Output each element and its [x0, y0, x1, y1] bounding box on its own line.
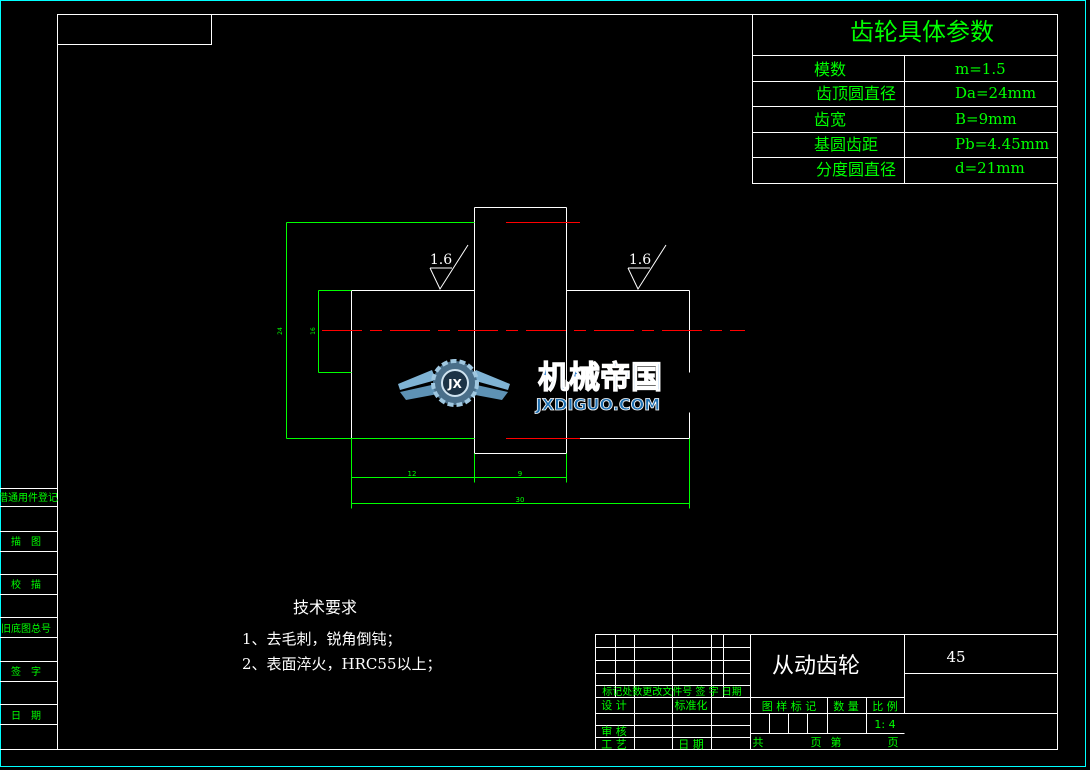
label-stage-mark: 图 样 标 记: [762, 699, 817, 713]
dim-left-length: 12: [408, 470, 417, 478]
param-name: 齿宽: [814, 110, 846, 129]
label-sheet-unit2: 页: [888, 736, 899, 749]
label-scale: 比 例: [872, 699, 898, 713]
revision-header: 标记处数更改文件号 签 字 日期: [602, 685, 742, 698]
roughness-symbol-left: [429, 244, 469, 291]
param-value: B=9mm: [955, 110, 1017, 128]
scale-value: 1: 4: [874, 718, 895, 731]
params-table: [752, 14, 1058, 184]
param-name: 分度圆直径: [816, 160, 896, 179]
param-name: 齿顶圆直径: [816, 84, 896, 103]
watermark-logo: [398, 359, 510, 407]
tech-title: 技术要求: [293, 598, 357, 617]
drawing-frame: [57, 14, 1058, 750]
params-title: 齿轮具体参数: [850, 18, 994, 46]
param-name: 基圆齿距: [814, 135, 878, 154]
dim-hub-width: 9: [518, 470, 522, 478]
watermark-en: JXDIGUO.COM: [535, 395, 660, 414]
material: 45: [946, 648, 965, 666]
side-label: 旧底图总号: [1, 622, 51, 635]
dim-total-length: 30: [516, 496, 525, 504]
roughness-value-left: 1.6: [430, 252, 452, 268]
center-lines: [322, 222, 745, 439]
label-design: 设 计: [601, 699, 627, 712]
roughness-value-right: 1.6: [629, 252, 651, 268]
side-label: 借通用件登记: [0, 491, 58, 504]
tech-item: 2、表面淬火，HRC55以上；: [242, 655, 441, 673]
watermark-badge: JX: [447, 377, 462, 391]
param-value: m=1.5: [955, 60, 1006, 78]
label-date: 日 期: [678, 738, 704, 751]
label-process: 工 艺: [601, 738, 627, 751]
watermark-cn: 机械帝国: [538, 360, 662, 396]
label-total-sheets: 共: [753, 736, 764, 749]
code-box: [57, 14, 212, 45]
label-sheet-unit: 页: [811, 736, 822, 749]
param-name: 模数: [814, 60, 846, 79]
side-label: 校 描: [11, 578, 41, 591]
label-standard: 标准化: [675, 698, 708, 712]
param-value: Da=24mm: [955, 84, 1036, 102]
label-sheet-no: 第: [831, 735, 842, 749]
roughness-symbol-right: [627, 244, 667, 291]
label-weight: 数 量: [833, 700, 859, 713]
title-block-grid: [595, 634, 1058, 750]
tech-item: 1、去毛刺，锐角倒钝；: [242, 630, 402, 648]
dim-outer-dia: 24: [277, 327, 284, 335]
side-label: 日 期: [11, 710, 41, 722]
param-value: Pb=4.45mm: [955, 135, 1049, 153]
side-label: 签 字: [11, 665, 41, 678]
label-review: 审 核: [601, 724, 627, 738]
side-label: 描 图: [11, 535, 41, 548]
param-value: d=21mm: [955, 159, 1025, 177]
side-revision-boxes: [0, 488, 58, 750]
dimension-lines: [286, 222, 690, 509]
part-name: 从动齿轮: [772, 654, 860, 679]
dim-shaft-dia: 16: [310, 327, 317, 335]
